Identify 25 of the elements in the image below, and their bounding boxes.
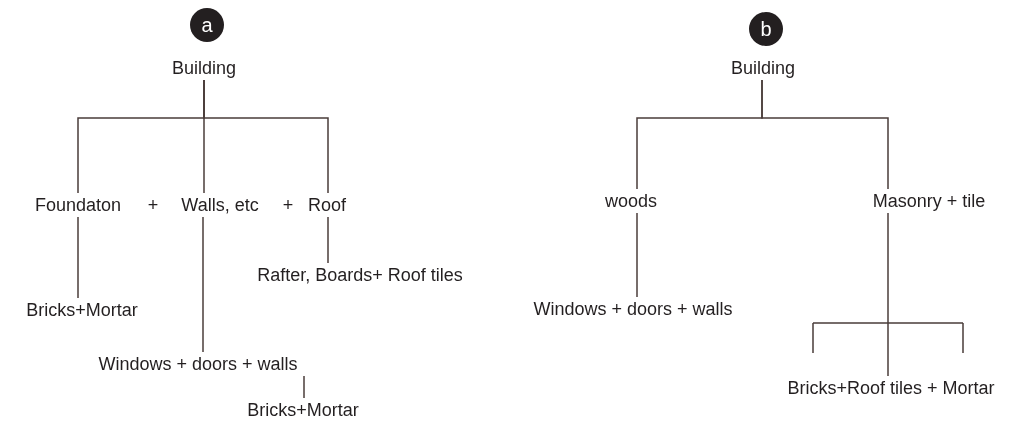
- tree-node-label: Windows + doors + walls: [533, 297, 733, 321]
- tree-node-label: Building: [172, 56, 236, 80]
- connector-line: [203, 79, 329, 194]
- tree-node-label: Roof: [308, 193, 346, 217]
- tree-node-label: Rafter, Boards+ Roof tiles: [257, 263, 463, 287]
- tree-node-label: Walls, etc: [181, 193, 259, 217]
- connector-line: [77, 216, 79, 299]
- tree-node-label: Foundaton: [34, 193, 122, 217]
- connector-line: [202, 216, 204, 353]
- connector-line: [303, 375, 305, 399]
- tree-node-label: woods: [605, 189, 657, 213]
- tree-node-label: Bricks+Mortar: [26, 298, 138, 322]
- connector-line: [887, 212, 889, 377]
- tree-node-label: Building: [731, 56, 795, 80]
- tree-node-label: Windows + doors + walls: [98, 352, 298, 376]
- tree-node-label: Bricks+Roof tiles + Mortar: [787, 376, 995, 400]
- plus-sign: +: [147, 194, 159, 217]
- tree-node-label: Bricks+Mortar: [247, 398, 359, 422]
- panel-letter-badge: b: [749, 12, 783, 46]
- connector-line: [761, 79, 889, 190]
- panel-letter-badge: a: [190, 8, 224, 42]
- tree-node-label: Masonry + tile: [872, 189, 986, 213]
- connector-line: [327, 216, 329, 264]
- connector-line: [636, 212, 638, 298]
- plus-sign: +: [282, 194, 294, 217]
